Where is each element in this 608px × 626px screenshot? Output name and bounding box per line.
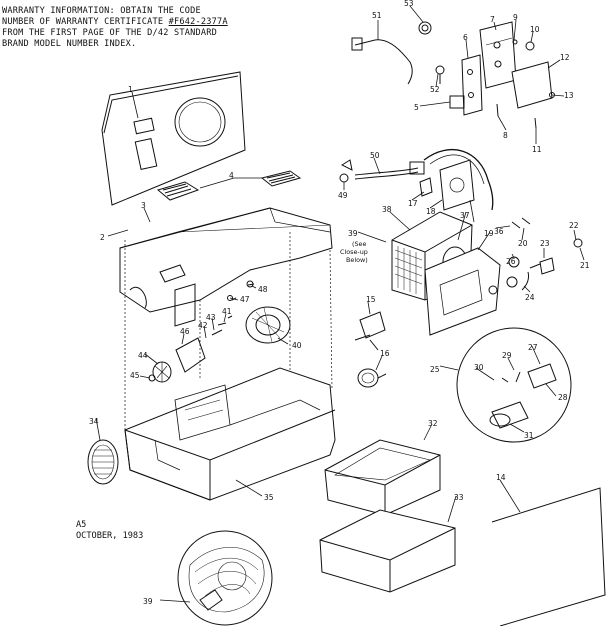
callout-28: 28 — [558, 393, 568, 402]
part-drain-trays — [319, 439, 456, 593]
callout-27: 27 — [528, 343, 538, 352]
callout-1: 1 — [128, 85, 133, 94]
part-power-cord — [351, 21, 465, 109]
part-grilles — [156, 170, 302, 201]
callout-48: 48 — [258, 285, 268, 294]
callout-50: 50 — [370, 151, 380, 160]
callout-25: 25 — [430, 365, 440, 374]
callout-51: 51 — [372, 11, 382, 20]
part-top-housing — [119, 207, 333, 327]
callout-10: 10 — [530, 25, 540, 34]
callout-43: 43 — [206, 313, 216, 322]
callout-5: 5 — [414, 103, 419, 112]
closeup-detail-39 — [177, 530, 273, 626]
closeup-note-line-2: Close-up — [340, 248, 368, 256]
part-back-panel — [101, 71, 246, 206]
callout-6: 6 — [463, 33, 468, 42]
callout-16: 16 — [380, 349, 390, 358]
callout-52: 52 — [430, 85, 440, 94]
closeup-note-line-1: (See — [352, 240, 366, 248]
callout-3: 3 — [141, 201, 146, 210]
callout-18: 18 — [426, 207, 436, 216]
closeup-detail-25 — [456, 327, 572, 443]
callout-2: 2 — [100, 233, 105, 242]
callout-11: 11 — [532, 145, 542, 154]
callout-13: 13 — [564, 91, 574, 100]
callout-23: 23 — [540, 239, 550, 248]
callout-42: 42 — [198, 321, 208, 330]
callout-36: 36 — [494, 227, 504, 236]
callout-9: 9 — [513, 13, 518, 22]
callout-22: 22 — [569, 221, 579, 230]
footer-info: A5 OCTOBER, 1983 — [76, 520, 143, 542]
callout-15: 15 — [366, 295, 376, 304]
part-blower-motor — [148, 280, 291, 383]
part-filter-panel — [491, 487, 606, 626]
callout-24: 24 — [525, 293, 535, 302]
callout-14: 14 — [496, 473, 506, 482]
part-base-pan — [124, 367, 336, 501]
part-side-panel — [424, 247, 501, 336]
warranty-line-3: FROM THE FIRST PAGE OF THE D/42 STANDARD — [2, 28, 217, 38]
callout-20: 20 — [518, 239, 528, 248]
callout-35: 35 — [264, 493, 274, 502]
part-round-grille — [87, 439, 119, 485]
callout-32: 32 — [428, 419, 438, 428]
part-wire-harness — [339, 149, 494, 211]
callout-26: 26 — [506, 257, 516, 266]
callout-39: 39 — [348, 229, 358, 238]
callout-17: 17 — [408, 199, 418, 208]
callout-7: 7 — [490, 15, 495, 24]
warranty-code: #F642-2377A — [168, 17, 228, 27]
part-thermostat — [354, 311, 387, 388]
footer-code: A5 — [76, 520, 87, 530]
warranty-line-4: BRAND MODEL NUMBER INDEX. — [2, 39, 137, 49]
callout-29: 29 — [502, 351, 512, 360]
callout-34: 34 — [89, 417, 99, 426]
callout-47: 47 — [240, 295, 250, 304]
callout-53: 53 — [404, 0, 414, 8]
part-control-panel — [419, 159, 475, 211]
callout-49: 49 — [338, 191, 348, 200]
callout-45: 45 — [130, 371, 140, 380]
closeup-note-line-3: Below) — [346, 256, 368, 264]
callout-31: 31 — [524, 431, 534, 440]
warranty-line-1: WARRANTY INFORMATION: OBTAIN THE CODE — [2, 6, 201, 16]
callout-33: 33 — [454, 493, 464, 502]
callout-8: 8 — [503, 131, 508, 140]
callout-40: 40 — [292, 341, 302, 350]
callout-46: 46 — [180, 327, 190, 336]
callout-37: 37 — [460, 211, 470, 220]
leader-lines — [95, 5, 585, 603]
callout-labels: 1 2 3 4 5 6 7 8 9 10 11 12 13 14 15 16 1… — [89, 0, 590, 606]
footer-date: OCTOBER, 1983 — [76, 531, 144, 541]
callout-12: 12 — [560, 53, 570, 62]
warranty-information: WARRANTY INFORMATION: OBTAIN THE CODE NU… — [2, 6, 228, 50]
callout-21: 21 — [580, 261, 590, 270]
warranty-line-2: NUMBER OF WARRANTY CERTIFICATE — [2, 17, 169, 27]
callout-44: 44 — [138, 351, 148, 360]
callout-30: 30 — [474, 363, 484, 372]
callout-38: 38 — [382, 205, 392, 214]
part-brackets — [461, 21, 555, 129]
assembly-guide-lines — [124, 232, 333, 430]
part-small-fittings — [506, 217, 583, 291]
callout-41: 41 — [222, 307, 232, 316]
callout-4: 4 — [229, 171, 234, 180]
callout-39-closeup: 39 — [143, 597, 153, 606]
callout-19: 19 — [484, 229, 494, 238]
